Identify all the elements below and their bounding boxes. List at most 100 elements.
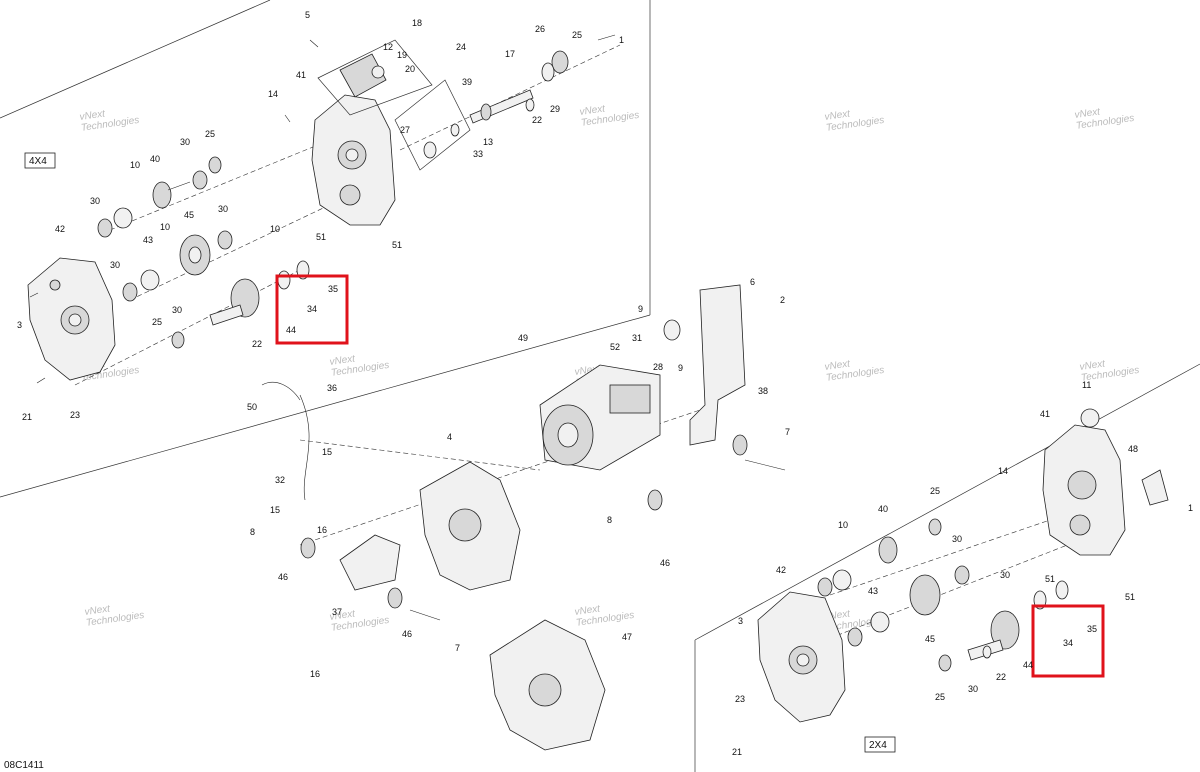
- callout-40: 40: [878, 504, 888, 514]
- variant-2x4-label: 2X4: [869, 740, 887, 751]
- callout-20: 20: [405, 64, 415, 74]
- transmission-36: [419, 461, 521, 591]
- shim-43-2x4: [870, 611, 890, 633]
- callout-22: 22: [532, 115, 542, 125]
- transmission-47: [489, 619, 606, 751]
- callout-16: 16: [317, 525, 327, 535]
- callout-19: 19: [397, 50, 407, 60]
- callout-21: 21: [732, 747, 742, 757]
- callout-51: 51: [392, 240, 402, 250]
- watermark: vNext: [1079, 358, 1107, 373]
- callout-5: 5: [305, 10, 310, 20]
- callout-38: 38: [758, 386, 768, 396]
- gear-shaft-44-2x4: [967, 610, 1020, 661]
- callout-44: 44: [286, 325, 296, 335]
- callout-25: 25: [205, 129, 215, 139]
- coupler-46: [647, 489, 663, 511]
- ring-13: [450, 123, 460, 137]
- bolt-7: [409, 609, 441, 621]
- callout-51: 51: [1125, 592, 1135, 602]
- callout-45: 45: [925, 634, 935, 644]
- bearing-30: [217, 230, 233, 250]
- callout-30: 30: [172, 305, 182, 315]
- shim-43: [140, 269, 160, 291]
- callout-49: 49: [518, 333, 528, 343]
- gear-45: [179, 234, 211, 276]
- bolt-1: [597, 34, 616, 41]
- bearing-33: [423, 141, 437, 159]
- bracket-38: [689, 284, 746, 446]
- vent-tube-50: [261, 381, 301, 401]
- watermark: vNext: [1074, 106, 1102, 121]
- callout-22: 22: [996, 672, 1006, 682]
- callout-42: 42: [55, 224, 65, 234]
- bearing-25-2x4: [938, 654, 952, 672]
- bearing-30-2x4: [817, 577, 833, 597]
- callout-10: 10: [130, 160, 140, 170]
- bearing-25-2x4: [928, 518, 942, 536]
- panel-2x4-parts: 2X4: [757, 408, 1169, 753]
- bearing-support-9: [663, 319, 681, 341]
- callout-12: 12: [383, 42, 393, 52]
- watermark: vNext: [329, 353, 357, 368]
- callout-21: 21: [22, 412, 32, 422]
- washer-35-2x4: [1055, 580, 1069, 600]
- callout-40: 40: [150, 154, 160, 164]
- cover-48: [1141, 469, 1169, 506]
- callout-26: 26: [535, 24, 545, 34]
- shim-43-2x4: [832, 569, 852, 591]
- variant-4x4-label: 4X4: [29, 156, 47, 167]
- sub-assembly-box-24: [394, 79, 471, 171]
- watermark: vNext: [824, 108, 852, 123]
- callout-46: 46: [278, 572, 288, 582]
- callout-14: 14: [998, 466, 1008, 476]
- callout-27: 27: [400, 125, 410, 135]
- callout-25: 25: [935, 692, 945, 702]
- callout-24: 24: [456, 42, 466, 52]
- callouts-4x4: 1 3 5 10 10 10 12 13 14 17 18 19 20 21 2…: [17, 10, 624, 422]
- main-housing-41-2x4: [1042, 424, 1126, 556]
- callout-10: 10: [838, 520, 848, 530]
- callout-34: 34: [1063, 638, 1073, 648]
- variant-2x4-box: [864, 736, 896, 753]
- watermark: vNext: [79, 108, 107, 123]
- callout-23: 23: [735, 694, 745, 704]
- bolt-5: [309, 39, 319, 48]
- callout-30: 30: [110, 260, 120, 270]
- callout-15: 15: [270, 505, 280, 515]
- shaft-39: [469, 89, 534, 124]
- callout-43: 43: [868, 586, 878, 596]
- callouts-2x4: 1 3 10 11 14 21 22 23 25 25 30 30 30 34 …: [732, 380, 1193, 757]
- callout-46: 46: [660, 558, 670, 568]
- panel-4x4-parts: 4X4: [24, 34, 621, 386]
- callout-48: 48: [1128, 444, 1138, 454]
- callouts-center: 2 4 6 7 7 8 8 9 9 15 15 16 16 28 31 32 3…: [247, 277, 790, 679]
- callout-52: 52: [610, 342, 620, 352]
- callout-8: 8: [250, 527, 255, 537]
- callout-46: 46: [402, 629, 412, 639]
- gear-shaft-44: [209, 278, 260, 326]
- callout-3: 3: [738, 616, 743, 626]
- bolt-3: [29, 292, 39, 298]
- callout-18: 18: [412, 18, 422, 28]
- callout-2: 2: [780, 295, 785, 305]
- callout-25: 25: [572, 30, 582, 40]
- callout-30: 30: [952, 534, 962, 544]
- highlight-box-2x4: [1031, 604, 1105, 678]
- panel-2x4-frame: [694, 363, 1200, 772]
- callout-23: 23: [70, 410, 80, 420]
- callout-47: 47: [622, 632, 632, 642]
- callout-30: 30: [968, 684, 978, 694]
- callout-30: 30: [90, 196, 100, 206]
- washer-34: [277, 270, 291, 290]
- callout-35: 35: [1087, 624, 1097, 634]
- bearing-30-2x4: [954, 565, 970, 585]
- callout-39: 39: [462, 77, 472, 87]
- callout-41: 41: [296, 70, 306, 80]
- shim-43: [113, 207, 133, 229]
- callout-1: 1: [1188, 503, 1193, 513]
- callout-43: 43: [143, 235, 153, 245]
- cover-plate-18: [317, 39, 433, 116]
- callout-35: 35: [328, 284, 338, 294]
